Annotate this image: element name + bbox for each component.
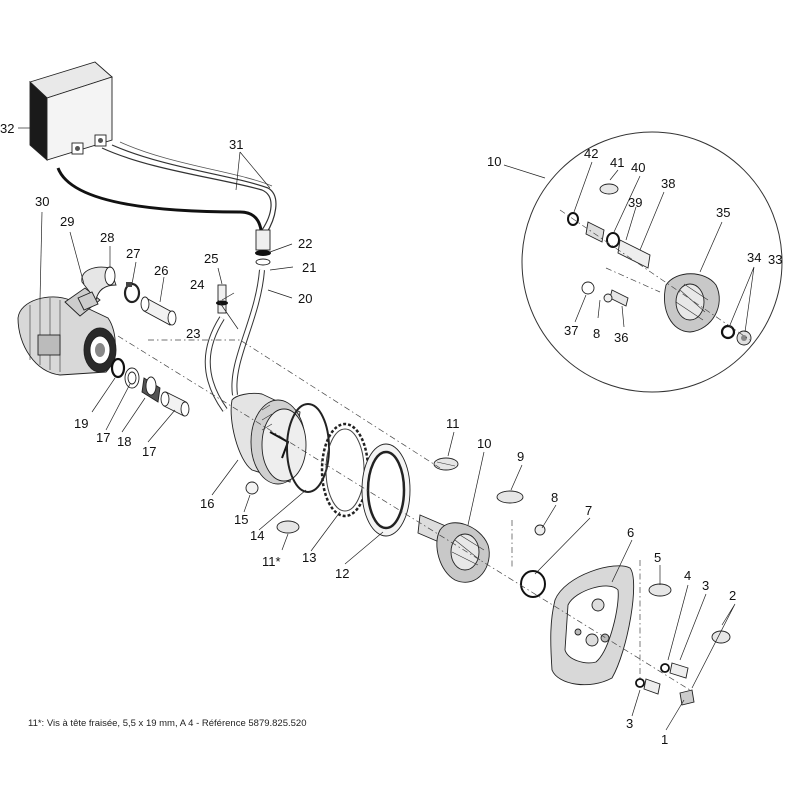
leader-lines	[18, 127, 755, 731]
callout-33: 33	[768, 252, 782, 267]
callout-31: 31	[229, 137, 243, 152]
callout-37: 37	[564, 323, 578, 338]
callout-39: 39	[628, 195, 642, 210]
callout-19: 19	[74, 416, 88, 431]
callout-11-star: 11*	[262, 554, 281, 569]
callout-26: 26	[154, 263, 168, 278]
callout-28: 28	[100, 230, 114, 245]
callout-35: 35	[716, 205, 730, 220]
motor	[17, 287, 117, 376]
callout-3-lower: 3	[626, 716, 633, 731]
callout-4: 4	[684, 568, 691, 583]
callout-8: 8	[551, 490, 558, 505]
elbow-fitting	[77, 266, 117, 311]
callout-5: 5	[654, 550, 661, 565]
callout-24: 24	[190, 277, 204, 292]
callout-16: 16	[200, 496, 214, 511]
axis-lines	[117, 209, 751, 691]
callout-17-left: 17	[96, 430, 110, 445]
callout-32: 32	[0, 121, 14, 136]
callout-22: 22	[298, 236, 312, 251]
callout-3-upper: 3	[702, 578, 709, 593]
callout-1: 1	[661, 732, 668, 747]
sleeve	[140, 296, 177, 326]
seal-parts	[110, 357, 190, 417]
callout-36: 36	[614, 330, 628, 345]
callout-20: 20	[298, 291, 312, 306]
callout-30: 30	[35, 194, 49, 209]
callout-2: 2	[729, 588, 736, 603]
callout-38: 38	[661, 176, 675, 191]
callout-10-detail: 10	[487, 154, 501, 169]
callout-27: 27	[126, 246, 140, 261]
callout-13: 13	[302, 550, 316, 565]
pump-housing	[230, 392, 307, 495]
callout-11: 11	[446, 416, 460, 431]
callout-9: 9	[517, 449, 524, 464]
o-ring	[520, 570, 546, 598]
callout-10: 10	[477, 436, 491, 451]
callout-12: 12	[335, 566, 349, 581]
control-box	[29, 61, 113, 161]
callout-34: 34	[747, 250, 761, 265]
face-plate	[550, 565, 635, 686]
callout-15: 15	[234, 512, 248, 527]
small-fasteners	[276, 457, 731, 706]
housing-rings	[286, 403, 411, 537]
callout-14: 14	[250, 528, 264, 543]
callout-41: 41	[610, 155, 624, 170]
callout-29: 29	[60, 214, 74, 229]
callout-23: 23	[186, 326, 200, 341]
callout-8-detail: 8	[593, 326, 600, 341]
callout-7: 7	[585, 503, 592, 518]
footnote: 11*: Vis à tête fraisée, 5,5 x 19 mm, A …	[28, 718, 307, 729]
cables	[56, 141, 277, 412]
callout-42: 42	[584, 146, 598, 161]
callout-18: 18	[117, 434, 131, 449]
callout-40: 40	[631, 160, 645, 175]
callout-21: 21	[302, 260, 316, 275]
callout-25: 25	[204, 251, 218, 266]
flange-assembly	[417, 514, 490, 583]
clamp-ring	[123, 282, 141, 304]
callout-17-right: 17	[142, 444, 156, 459]
detail-circle	[521, 131, 783, 393]
callout-6: 6	[627, 525, 634, 540]
callout-labels: 1 2 3 3 4 5 6 7 8 8 9 10 10 11 11* 12 13…	[0, 121, 782, 747]
